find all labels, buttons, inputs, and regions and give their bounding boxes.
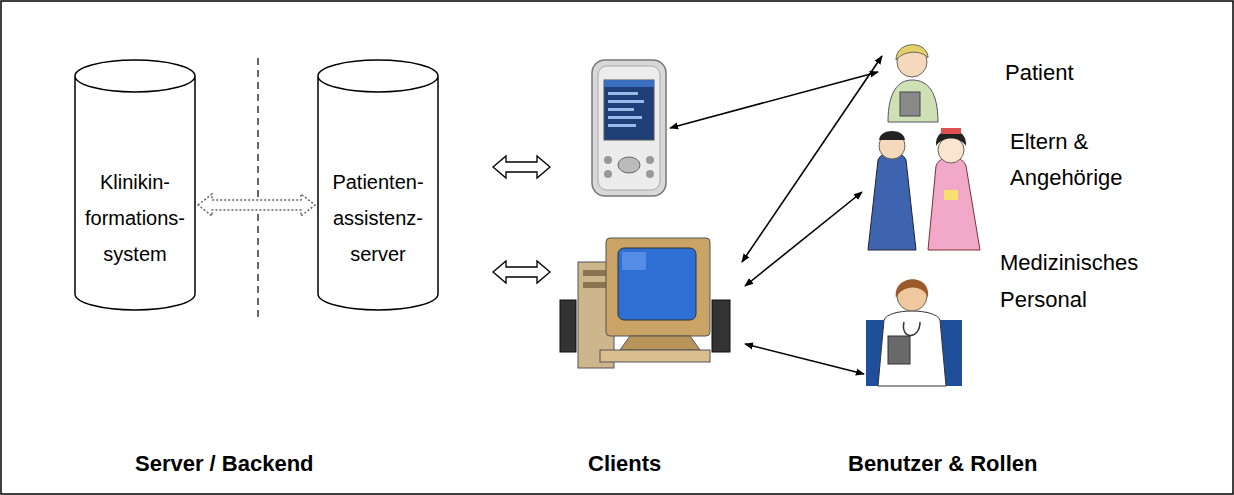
column-heading: Server / Backend [135,449,355,479]
link-arrow [493,156,550,283]
column-heading: Benutzer & Rollen [848,449,1108,479]
patient-figure [888,45,938,122]
doctor-figure [866,279,962,386]
database-cylinder: Klinikin- formations- system [75,60,195,310]
node-label: Patienten- assistenz- server [332,164,423,272]
node-label: Klinikin- formations- system [85,164,185,272]
column-heading: Clients [588,449,708,479]
role-label: Patient [1005,58,1205,88]
pda-device [592,60,666,196]
sync-arrow [198,194,315,216]
role-label: Eltern & Angehörige [1010,124,1150,196]
divider-line [257,58,258,318]
role-label: Medizinisches Personal [1000,244,1165,318]
user-link [670,56,882,374]
database-cylinder: Patienten- assistenz- server [318,60,438,310]
parents-figure [868,128,980,250]
desktop-computer [560,238,730,368]
